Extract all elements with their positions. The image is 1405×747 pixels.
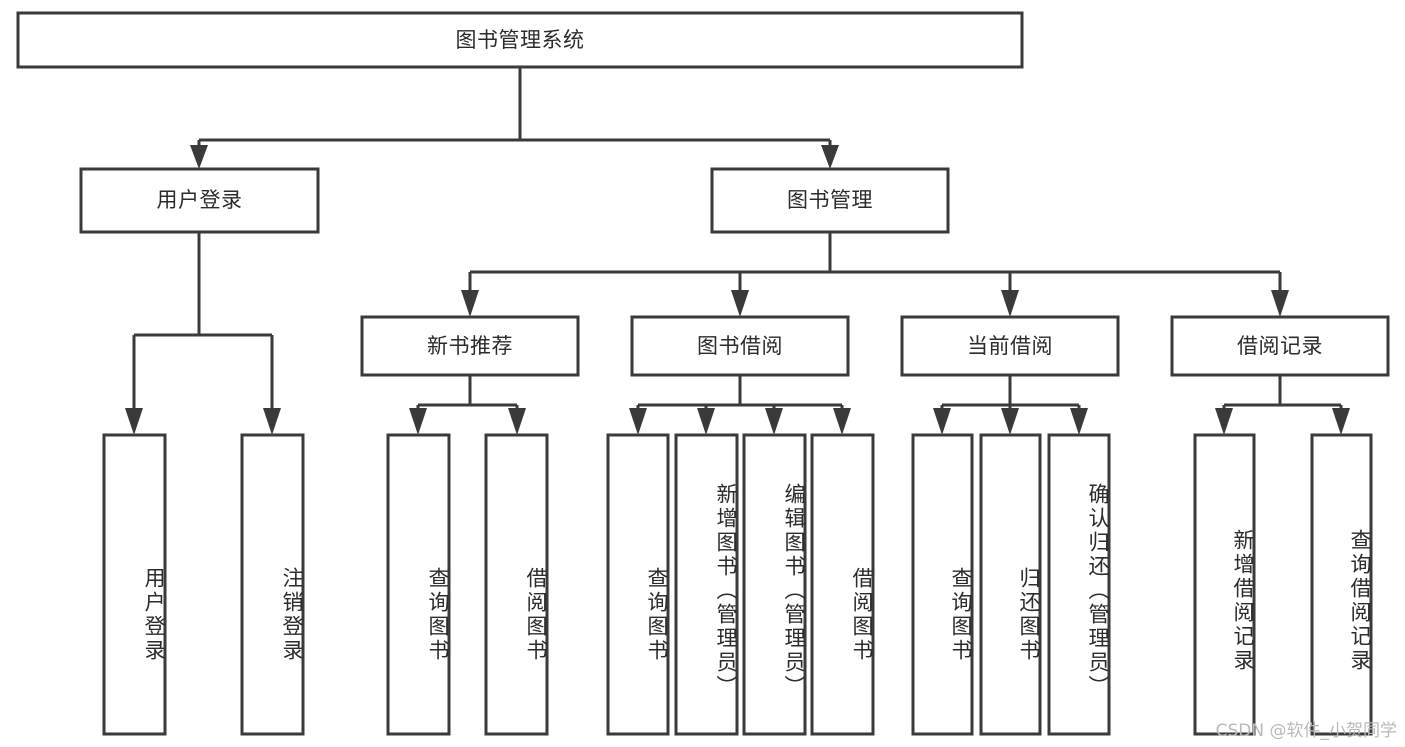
node-box-leaf-current-borrow-1[interactable] — [911, 433, 974, 736]
arrow-head-leaf-borrow-record-2 — [1332, 408, 1350, 435]
node-box-new-book-recommend[interactable] — [360, 315, 580, 377]
node-box-book-borrow[interactable] — [630, 315, 850, 377]
node-box-current-borrow[interactable] — [900, 315, 1120, 377]
node-box-root[interactable] — [16, 11, 1024, 69]
arrow-head-book-borrow — [731, 290, 749, 317]
node-box-book-management[interactable] — [710, 167, 950, 234]
arrow-head-book-management — [821, 145, 839, 169]
arrow-head-borrow-record — [1271, 290, 1289, 317]
node-box-leaf-new-book-1[interactable] — [386, 433, 451, 736]
node-box-leaf-book-borrow-1[interactable] — [606, 433, 670, 736]
arrow-head-current-borrow — [1001, 290, 1019, 317]
arrow-head-leaf-current-borrow-1 — [933, 408, 951, 435]
arrow-head-leaf-borrow-record-1 — [1215, 408, 1233, 435]
node-box-leaf-book-borrow-2[interactable] — [674, 433, 739, 736]
node-box-leaf-new-book-2[interactable] — [484, 433, 549, 736]
arrow-head-new-book-recommend — [461, 290, 479, 317]
arrow-head-user-login — [190, 145, 208, 169]
arrow-head-leaf-current-borrow-3 — [1070, 408, 1088, 435]
watermark: CSDN @软件_小贺同学 — [1215, 721, 1397, 741]
node-box-leaf-user-login-2[interactable] — [240, 433, 305, 736]
node-box-user-login[interactable] — [79, 167, 320, 234]
arrow-head-leaf-book-borrow-1 — [629, 408, 647, 435]
node-box-leaf-book-borrow-3[interactable] — [742, 433, 807, 736]
arrow-head-leaf-book-borrow-2 — [697, 408, 715, 435]
arrow-head-leaf-book-borrow-3 — [765, 408, 783, 435]
arrow-head-leaf-book-borrow-4 — [833, 408, 851, 435]
node-box-leaf-current-borrow-2[interactable] — [979, 433, 1042, 736]
node-box-leaf-borrow-record-2[interactable] — [1310, 433, 1373, 736]
arrow-head-leaf-user-login-1 — [125, 408, 143, 435]
node-box-leaf-book-borrow-4[interactable] — [810, 433, 875, 736]
node-box-leaf-current-borrow-3[interactable] — [1047, 433, 1111, 736]
arrow-head-leaf-current-borrow-2 — [1001, 408, 1019, 435]
arrow-head-leaf-user-login-2 — [263, 408, 281, 435]
arrow-head-leaf-new-book-1 — [409, 408, 427, 435]
node-box-leaf-user-login-1[interactable] — [102, 433, 167, 736]
arrow-head-leaf-new-book-2 — [508, 408, 526, 435]
node-box-borrow-record[interactable] — [1170, 315, 1390, 377]
node-box-leaf-borrow-record-1[interactable] — [1193, 433, 1256, 736]
